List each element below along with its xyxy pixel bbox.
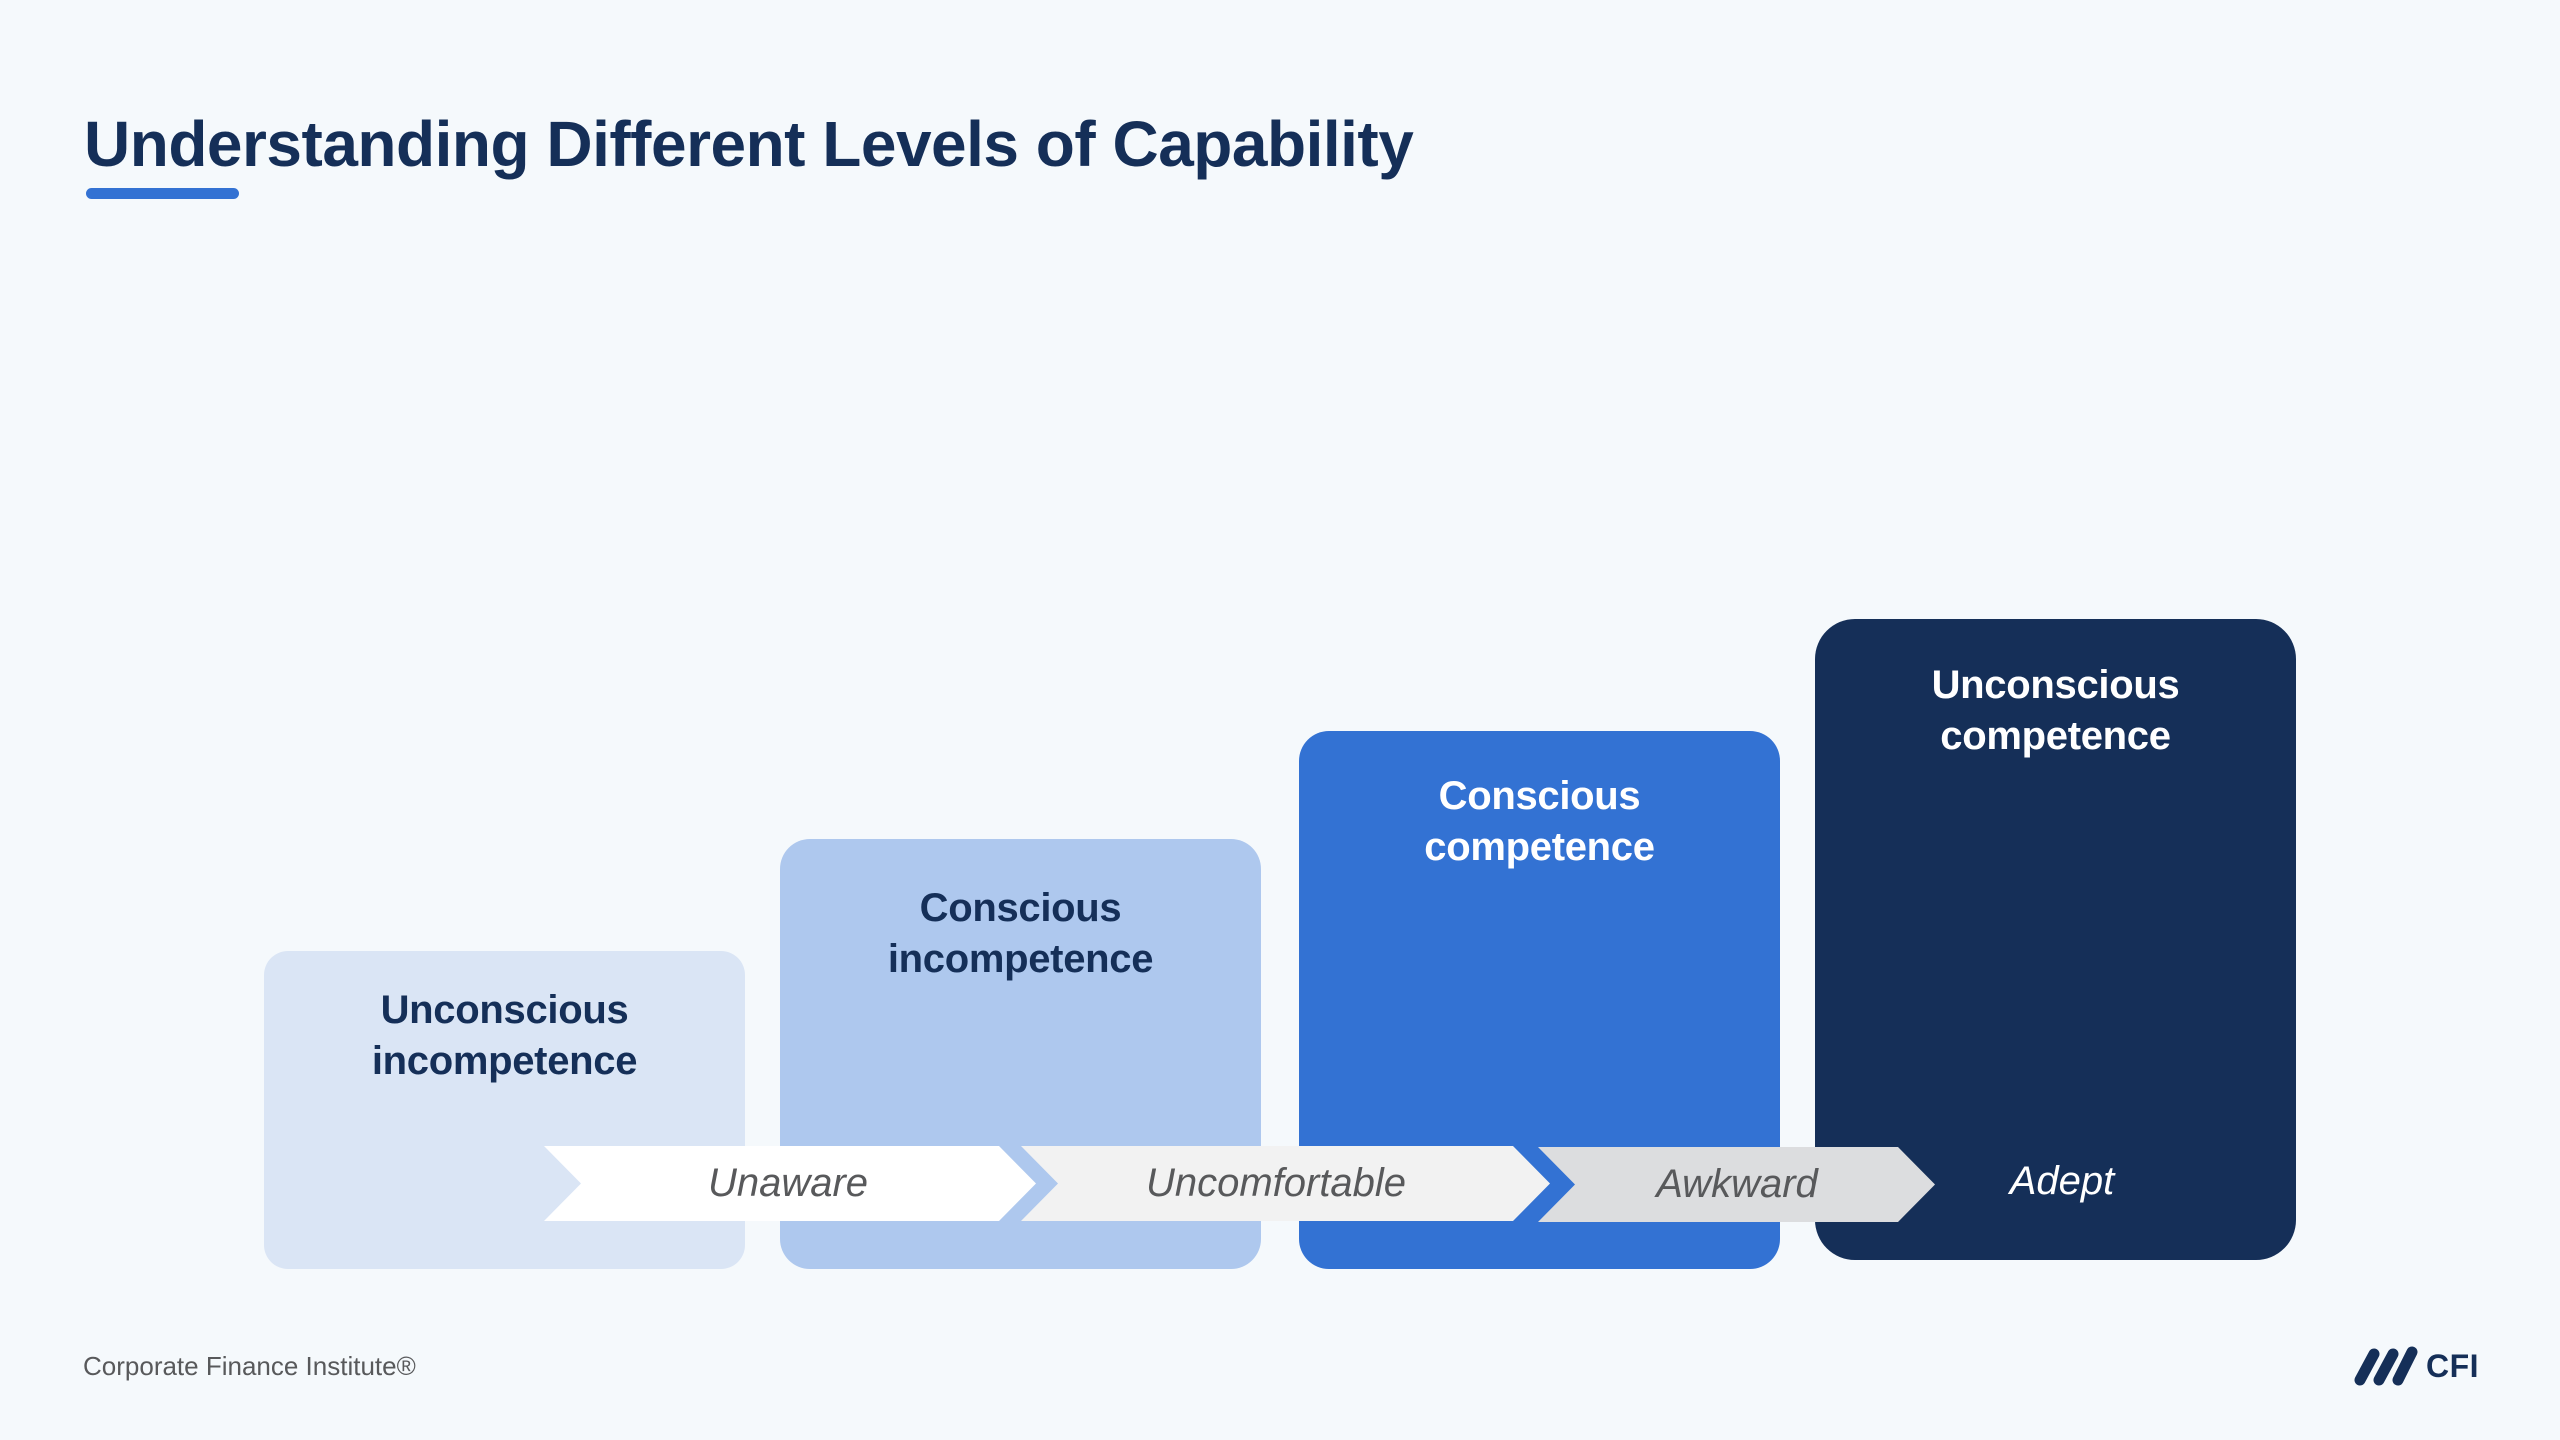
ribbon-label-adept: Adept — [2009, 1159, 2115, 1203]
page-title: Understanding Different Levels of Capabi… — [84, 108, 1414, 180]
ribbon-arrow-awkward — [1538, 1147, 1935, 1222]
stage-label: Conscious incompetence — [780, 883, 1261, 985]
cfi-logo: CFI — [2352, 1344, 2479, 1388]
ribbon-label-awkward: Awkward — [1656, 1162, 1818, 1206]
stage-label-line2: incompetence — [371, 1039, 638, 1083]
stage-label-line2: competence — [1424, 825, 1655, 869]
stage-label: Conscious competence — [1299, 771, 1780, 873]
stage-label-line1: Unconscious — [380, 988, 629, 1032]
footer-company-name: Corporate Finance Institute® — [83, 1351, 416, 1381]
stage-label: Unconscious incompetence — [264, 985, 745, 1087]
ribbon-arrow-unaware — [544, 1146, 1036, 1221]
stage-label-line1: Conscious — [1438, 774, 1641, 818]
logo-text: CFI — [2426, 1347, 2480, 1384]
ribbon-label-uncomfortable: Uncomfortable — [1145, 1161, 1407, 1205]
stage-label-line1: Conscious — [919, 886, 1122, 930]
stage-label-line1: Unconscious — [1931, 663, 2180, 707]
stage-unconscious-incompetence: Unconscious incompetence — [264, 951, 745, 1269]
cfi-slashes-icon — [2354, 1346, 2418, 1386]
ribbon-arrow-uncomfortable — [1021, 1146, 1550, 1221]
stage-label-line2: competence — [1940, 714, 2171, 758]
stage-label-line2: incompetence — [887, 937, 1154, 981]
stage-label: Unconscious competence — [1815, 660, 2296, 762]
ribbon-label-unaware: Unaware — [707, 1161, 869, 1205]
title-underline — [86, 188, 239, 199]
